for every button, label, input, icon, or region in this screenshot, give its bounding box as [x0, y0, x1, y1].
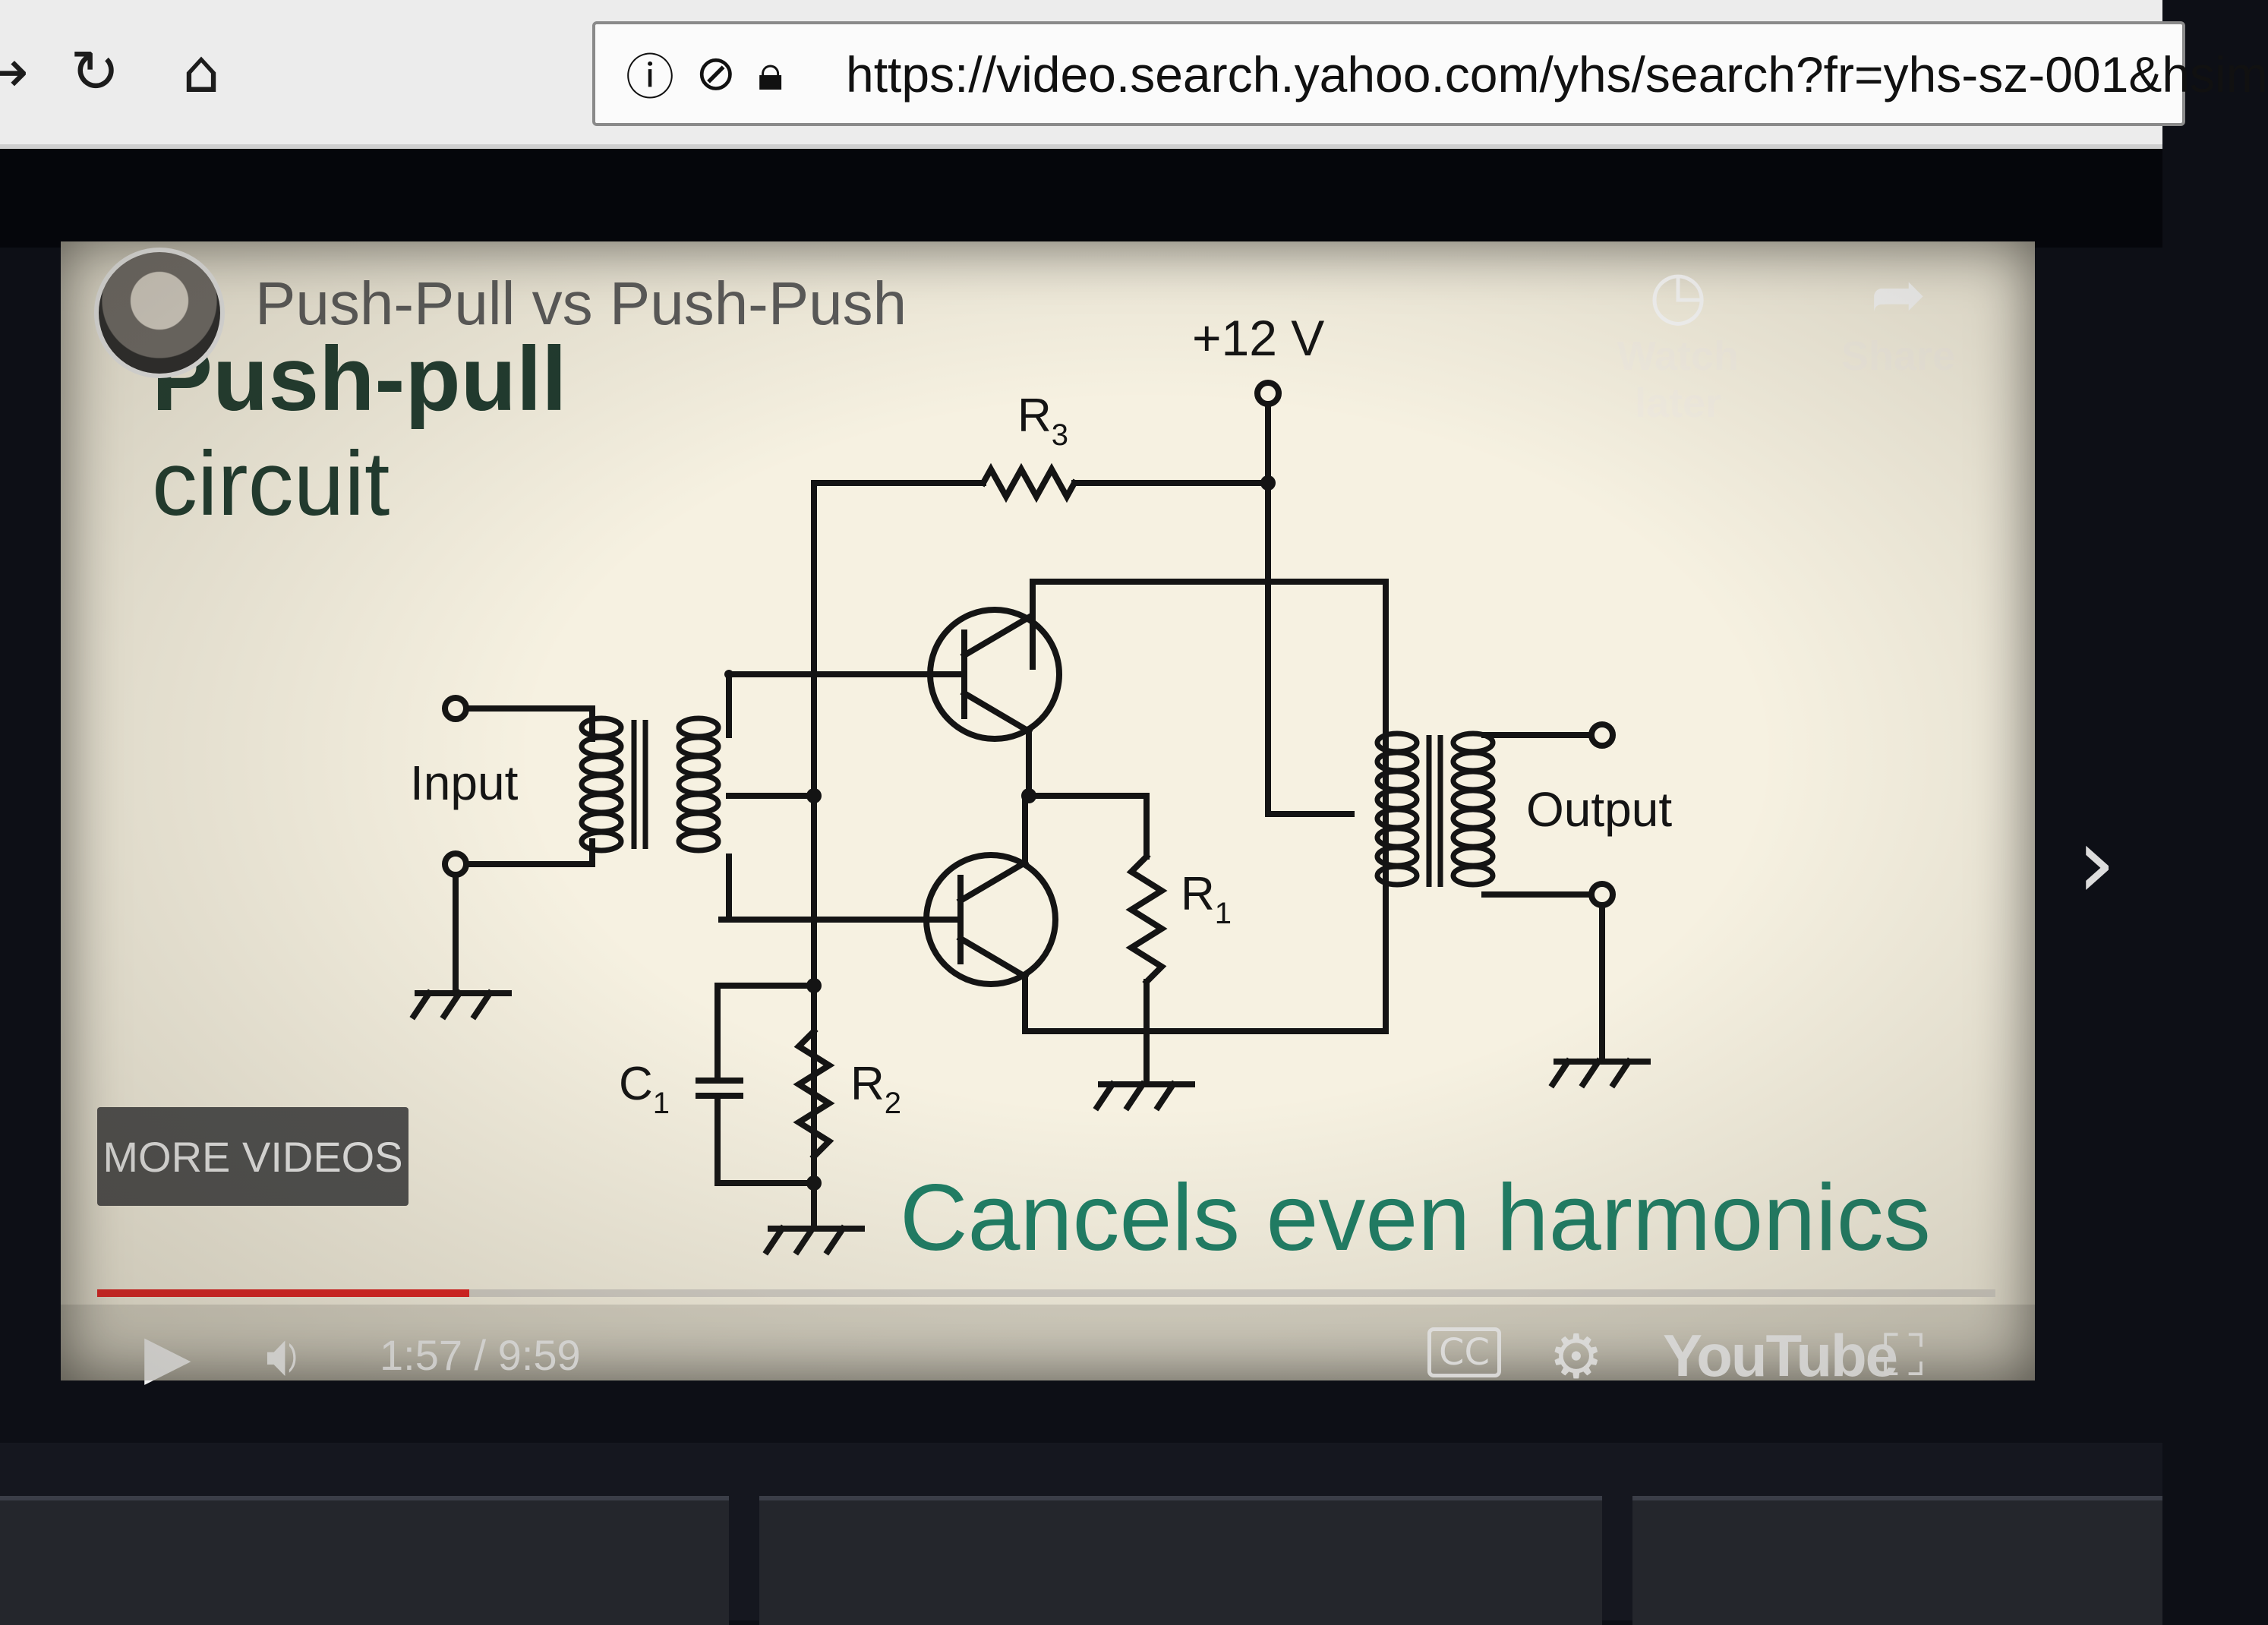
- r3-label: R3: [1017, 390, 1068, 452]
- volume-icon[interactable]: 🔉︎: [266, 1321, 302, 1389]
- home-icon[interactable]: ⌂: [182, 38, 220, 106]
- captions-icon[interactable]: CC: [1427, 1327, 1502, 1377]
- watch-later-button[interactable]: ◷ Watch later: [1602, 257, 1754, 427]
- channel-avatar[interactable]: [94, 248, 225, 378]
- resistor-r2: [793, 1027, 835, 1161]
- supply-label: +12 V: [1192, 310, 1324, 366]
- share-button[interactable]: ➦ Share: [1830, 257, 1967, 380]
- c1-label: C1: [619, 1058, 670, 1120]
- share-label: Share: [1841, 333, 1956, 379]
- reload-icon[interactable]: ↻: [70, 38, 120, 106]
- progress-played: [97, 1289, 469, 1297]
- related-thumbnail[interactable]: [0, 1496, 729, 1625]
- time-display: 1:57 / 9:59: [380, 1331, 581, 1379]
- info-icon[interactable]: ⓘ: [626, 50, 674, 106]
- slide-caption: Cancels even harmonics: [900, 1166, 1931, 1270]
- watch-later-label: Watch later: [1617, 333, 1739, 426]
- slide-heading: Push-pull circuit: [152, 327, 567, 536]
- page-background: [0, 149, 2162, 248]
- slide-heading-line2: circuit: [152, 433, 390, 535]
- r1-label: R1: [1181, 868, 1232, 930]
- output-label: Output: [1526, 782, 1672, 837]
- site-identity[interactable]: ⓘ ⊘ 🔒︎: [626, 41, 784, 106]
- supply-terminal: [1254, 380, 1282, 407]
- back-icon[interactable]: →: [0, 38, 29, 106]
- resistor-r1: [1125, 852, 1168, 986]
- settings-icon[interactable]: ⚙: [1549, 1321, 1604, 1392]
- player-controls: ▶ 🔉︎ 1:57 / 9:59 CC ⚙ YouTube ⛶: [61, 1305, 2035, 1392]
- more-videos-button[interactable]: MORE VIDEOS: [97, 1107, 408, 1206]
- clock-icon: ◷: [1648, 255, 1708, 333]
- resistor-r3: [979, 462, 1079, 503]
- slide-heading-line1: Push-pull: [152, 328, 567, 430]
- input-transformer: [579, 715, 721, 854]
- fullscreen-icon[interactable]: ⛶: [1883, 1321, 1924, 1389]
- input-terminal-bottom: [442, 850, 469, 878]
- related-thumbnail[interactable]: [759, 1496, 1602, 1625]
- circuit-diagram: +12 V R3 R1 R2 C1 Input Output: [409, 310, 1672, 1256]
- related-thumbnail[interactable]: [1632, 1496, 2162, 1625]
- video-title[interactable]: Push-Pull vs Push-Push: [255, 270, 907, 337]
- play-icon[interactable]: ▶: [144, 1321, 191, 1392]
- output-terminal-top: [1588, 721, 1616, 749]
- lock-icon[interactable]: 🔒︎: [757, 46, 784, 102]
- next-video-chevron-icon[interactable]: ›: [2077, 805, 2116, 920]
- r2-label: R2: [850, 1058, 901, 1120]
- tracking-protection-icon[interactable]: ⊘: [696, 46, 737, 102]
- address-bar[interactable]: ⓘ ⊘ 🔒︎ https://video.search.yahoo.com/yh…: [592, 21, 2268, 126]
- output-terminal-bottom: [1588, 881, 1616, 908]
- browser-toolbar: → ↻ ⌂ ⓘ ⊘ 🔒︎ https://video.search.yahoo.…: [0, 0, 2268, 149]
- share-icon: ➦: [1870, 255, 1926, 333]
- output-transformer: [1374, 730, 1496, 888]
- progress-bar[interactable]: [97, 1289, 1995, 1297]
- url-text[interactable]: https://video.search.yahoo.com/yhs/searc…: [846, 46, 2268, 103]
- input-label: Input: [410, 756, 519, 810]
- video-player[interactable]: +12 V R3 R1 R2 C1 Input Output Push-pull…: [61, 241, 2035, 1392]
- youtube-logo[interactable]: YouTube: [1663, 1322, 1898, 1389]
- input-terminal-top: [442, 695, 469, 722]
